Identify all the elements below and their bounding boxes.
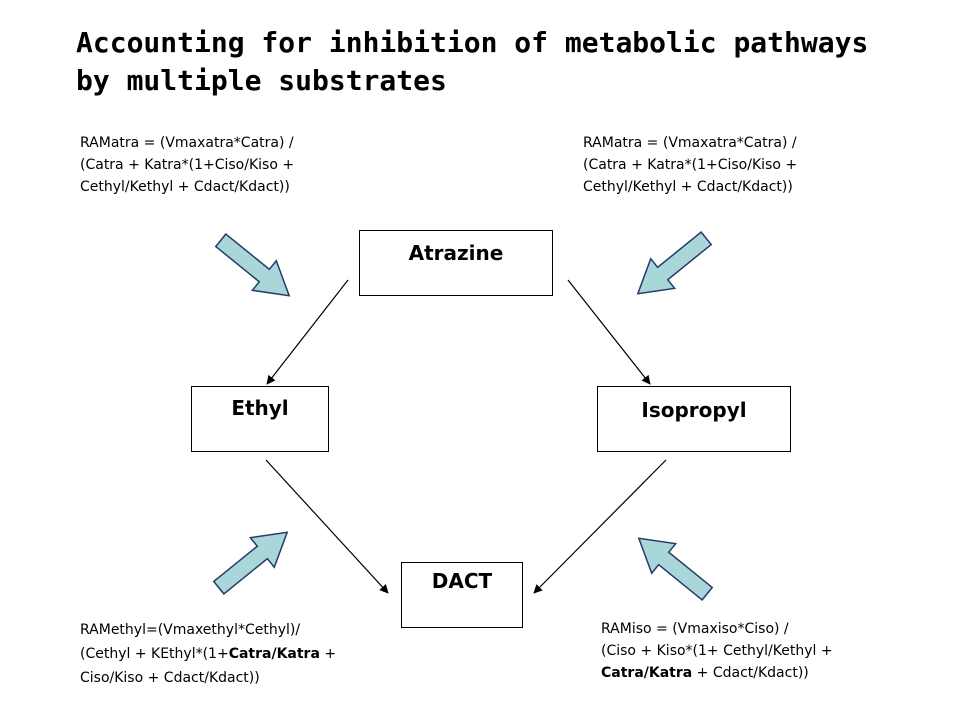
node-dact-label: DACT	[431, 569, 493, 593]
equation-line: Ciso/Kiso + Cdact/Kdact))	[80, 670, 260, 686]
equation-top-left: RAMatra = (Vmaxatra*Catra) / (Catra + Ka…	[80, 132, 294, 198]
reaction-isopropyl-to-dact	[533, 459, 667, 594]
inhibition-arrow-bottom-left	[212, 531, 289, 595]
node-ethyl-label: Ethyl	[231, 396, 289, 420]
inhibition-arrow-top-right	[636, 231, 713, 295]
node-dact: DACT	[401, 562, 523, 628]
node-atrazine: Atrazine	[359, 230, 553, 296]
equation-line: Cethyl/Kethyl + Cdact/Kdact))	[583, 179, 793, 195]
equation-line: (Catra + Katra*(1+Ciso/Kiso +	[583, 157, 798, 173]
equation-line: Cethyl/Kethyl + Cdact/Kdact))	[80, 179, 290, 195]
equation-bottom-left: RAMethyl=(Vmaxethyl*Cethyl)/ (Cethyl + K…	[80, 618, 336, 690]
reaction-ethyl-to-dact	[265, 459, 389, 594]
equation-line: (Catra + Katra*(1+Ciso/Kiso +	[80, 157, 295, 173]
equation-line: (Cethyl + KEthyl*(1+Catra/Katra +	[80, 642, 336, 666]
reaction-atrazine-to-isopropyl	[567, 279, 651, 385]
equation-segment: + Cdact/Kdact))	[692, 665, 809, 681]
node-isopropyl: Isopropyl	[597, 386, 791, 452]
equation-segment: +	[319, 646, 337, 662]
equation-line: (Ciso + Kiso*(1+ Cethyl/Kethyl +	[601, 643, 833, 659]
equation-line: RAMethyl=(Vmaxethyl*Cethyl)/	[80, 622, 301, 638]
title-line-1: Accounting for inhibition of metabolic p…	[76, 26, 869, 59]
inhibition-arrow-top-left	[214, 233, 291, 297]
reaction-atrazine-to-ethyl	[266, 279, 349, 385]
page-title: Accounting for inhibition of metabolic p…	[76, 24, 936, 100]
equation-bottom-right: RAMiso = (Vmaxiso*Ciso) / (Ciso + Kiso*(…	[601, 618, 833, 684]
equation-top-right: RAMatra = (Vmaxatra*Catra) / (Catra + Ka…	[583, 132, 797, 198]
node-isopropyl-label: Isopropyl	[641, 398, 747, 422]
title-line-2: by multiple substrates	[76, 64, 447, 97]
equation-emphasis: Catra/Katra	[228, 646, 320, 662]
node-atrazine-label: Atrazine	[408, 241, 504, 265]
equation-line: RAMiso = (Vmaxiso*Ciso) /	[601, 621, 789, 637]
equation-line: RAMatra = (Vmaxatra*Catra) /	[80, 135, 294, 151]
node-ethyl: Ethyl	[191, 386, 329, 452]
equation-emphasis: Catra/Katra	[601, 665, 693, 681]
equation-line: RAMatra = (Vmaxatra*Catra) /	[583, 135, 797, 151]
equation-segment: (Cethyl + KEthyl*(1+	[80, 646, 229, 662]
equation-line: Catra/Katra + Cdact/Kdact))	[601, 662, 833, 684]
inhibition-arrow-bottom-right	[637, 537, 714, 601]
